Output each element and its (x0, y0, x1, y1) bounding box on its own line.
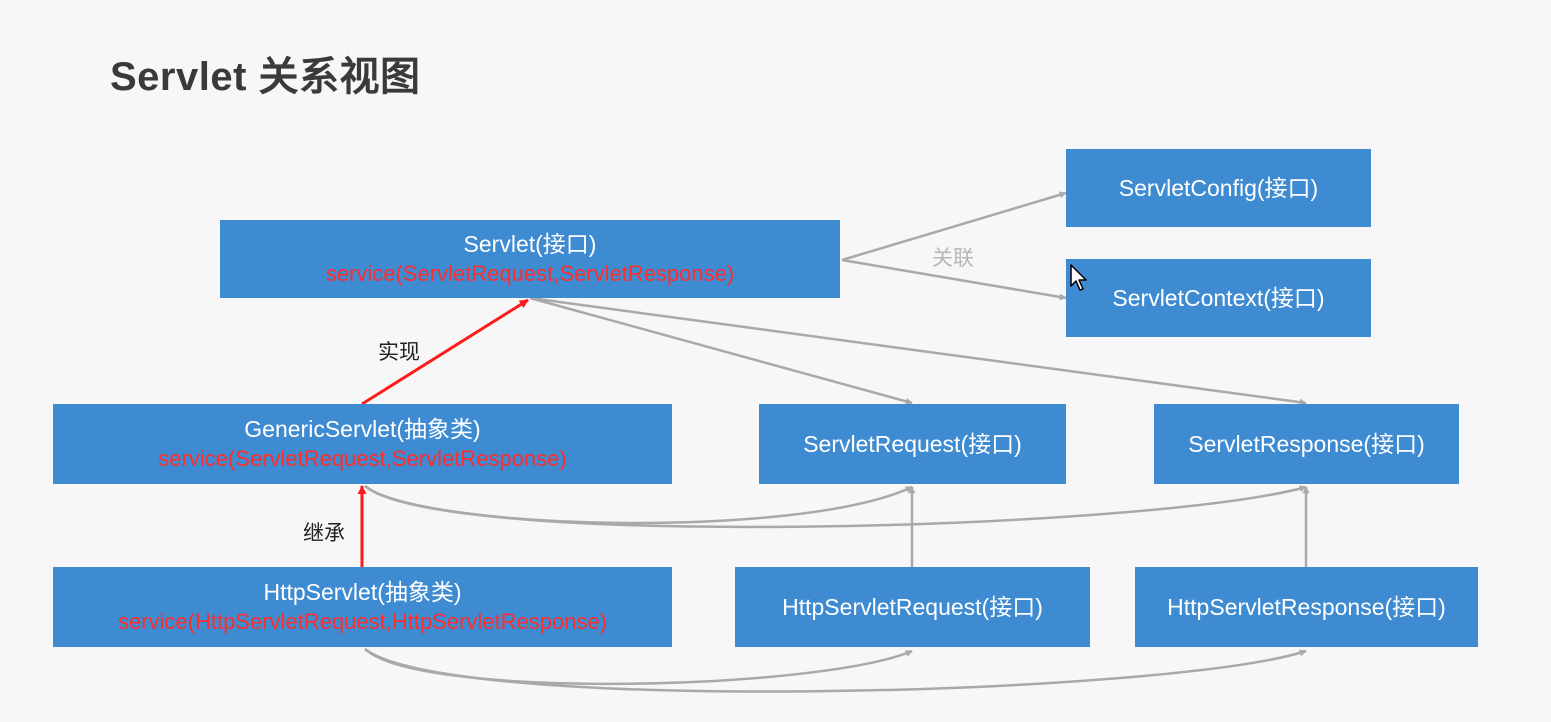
node-servletconfig: ServletConfig(接口) (1066, 149, 1371, 227)
label-implements: 实现 (378, 341, 420, 364)
arrow-servlet-to-servletrequest (529, 296, 913, 405)
node-servletresponse-name: ServletResponse(接口) (1188, 431, 1425, 457)
node-servletcontext-name: ServletContext(接口) (1112, 285, 1325, 311)
node-servletresponse: ServletResponse(接口) (1154, 404, 1459, 484)
arrow-genericservlet-to-servletrequest (364, 485, 913, 525)
node-servletrequest: ServletRequest(接口) (759, 404, 1066, 484)
node-genericservlet: GenericServlet(抽象类) service(ServletReque… (53, 404, 672, 484)
node-servlet-method: service(ServletRequest,ServletResponse) (325, 261, 735, 286)
label-association: 关联 (932, 247, 974, 270)
node-httpservletresponse: HttpServletResponse(接口) (1135, 567, 1478, 647)
node-httpservlet-name: HttpServlet(抽象类) (263, 579, 462, 605)
node-servletconfig-name: ServletConfig(接口) (1118, 175, 1319, 201)
arrow-servlet-to-servletcontext (841, 258, 1067, 301)
node-httpservlet-method: service(HttpServletRequest,HttpServletRe… (117, 609, 608, 634)
arrow-genericservlet-to-servletresponse (364, 485, 1307, 529)
node-httpservlet: HttpServlet(抽象类) service(HttpServletRequ… (53, 567, 672, 647)
label-extends: 继承 (303, 522, 345, 545)
node-httpservletresponse-name: HttpServletResponse(接口) (1167, 594, 1446, 620)
node-httpservletrequest: HttpServletRequest(接口) (735, 567, 1090, 647)
arrow-servlet-to-servletconfig (841, 191, 1067, 262)
arrow-httpservlet-to-httpservletresponse (364, 648, 1307, 693)
arrow-implements (361, 298, 529, 406)
node-servletrequest-name: ServletRequest(接口) (803, 431, 1022, 457)
node-genericservlet-name: GenericServlet(抽象类) (244, 416, 481, 442)
node-httpservletrequest-name: HttpServletRequest(接口) (782, 594, 1043, 620)
node-genericservlet-method: service(ServletRequest,ServletResponse) (158, 446, 567, 471)
node-servlet-name: Servlet(接口) (463, 231, 597, 257)
page-title: Servlet 关系视图 (110, 55, 421, 99)
arrow-servlet-to-servletresponse (529, 296, 1307, 406)
mouse-cursor-icon (1070, 264, 1087, 291)
arrow-httpservlet-to-httpservletrequest (364, 648, 913, 686)
node-servletcontext: ServletContext(接口) (1066, 259, 1371, 337)
node-servlet: Servlet(接口) service(ServletRequest,Servl… (220, 220, 840, 298)
